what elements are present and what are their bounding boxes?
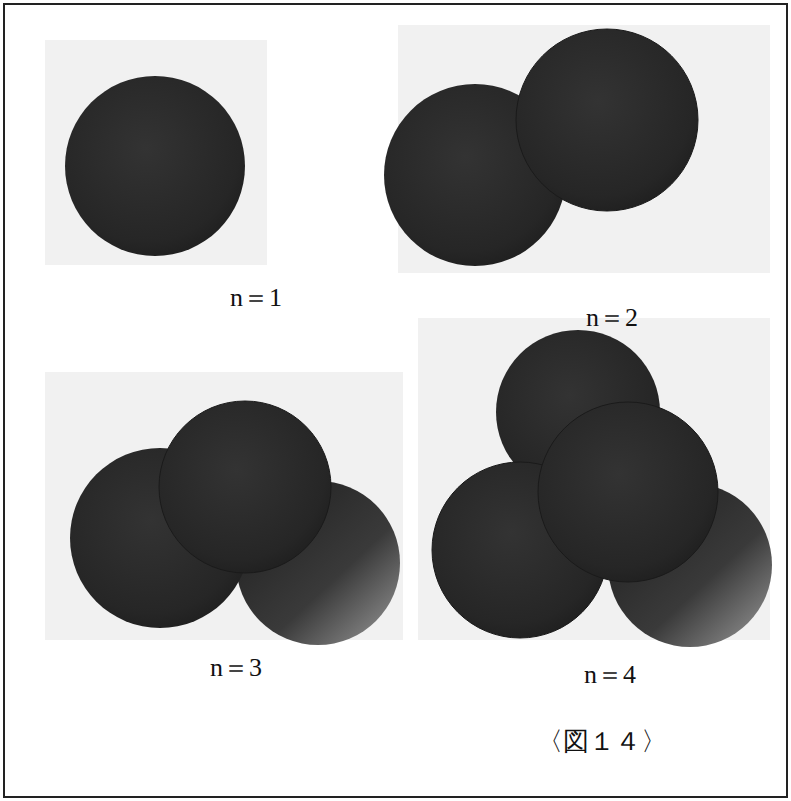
sphere [516, 29, 698, 211]
outer-border [4, 4, 787, 797]
sphere [159, 401, 331, 573]
sphere [65, 76, 245, 256]
count-label: n＝2 [586, 302, 638, 333]
panel-ground [45, 40, 267, 265]
count-label: n＝1 [230, 282, 282, 313]
count-label: n＝3 [210, 652, 262, 683]
figure-caption: 〈図１４〉 [537, 726, 667, 757]
sphere [538, 402, 718, 582]
count-label: n＝4 [584, 659, 636, 690]
